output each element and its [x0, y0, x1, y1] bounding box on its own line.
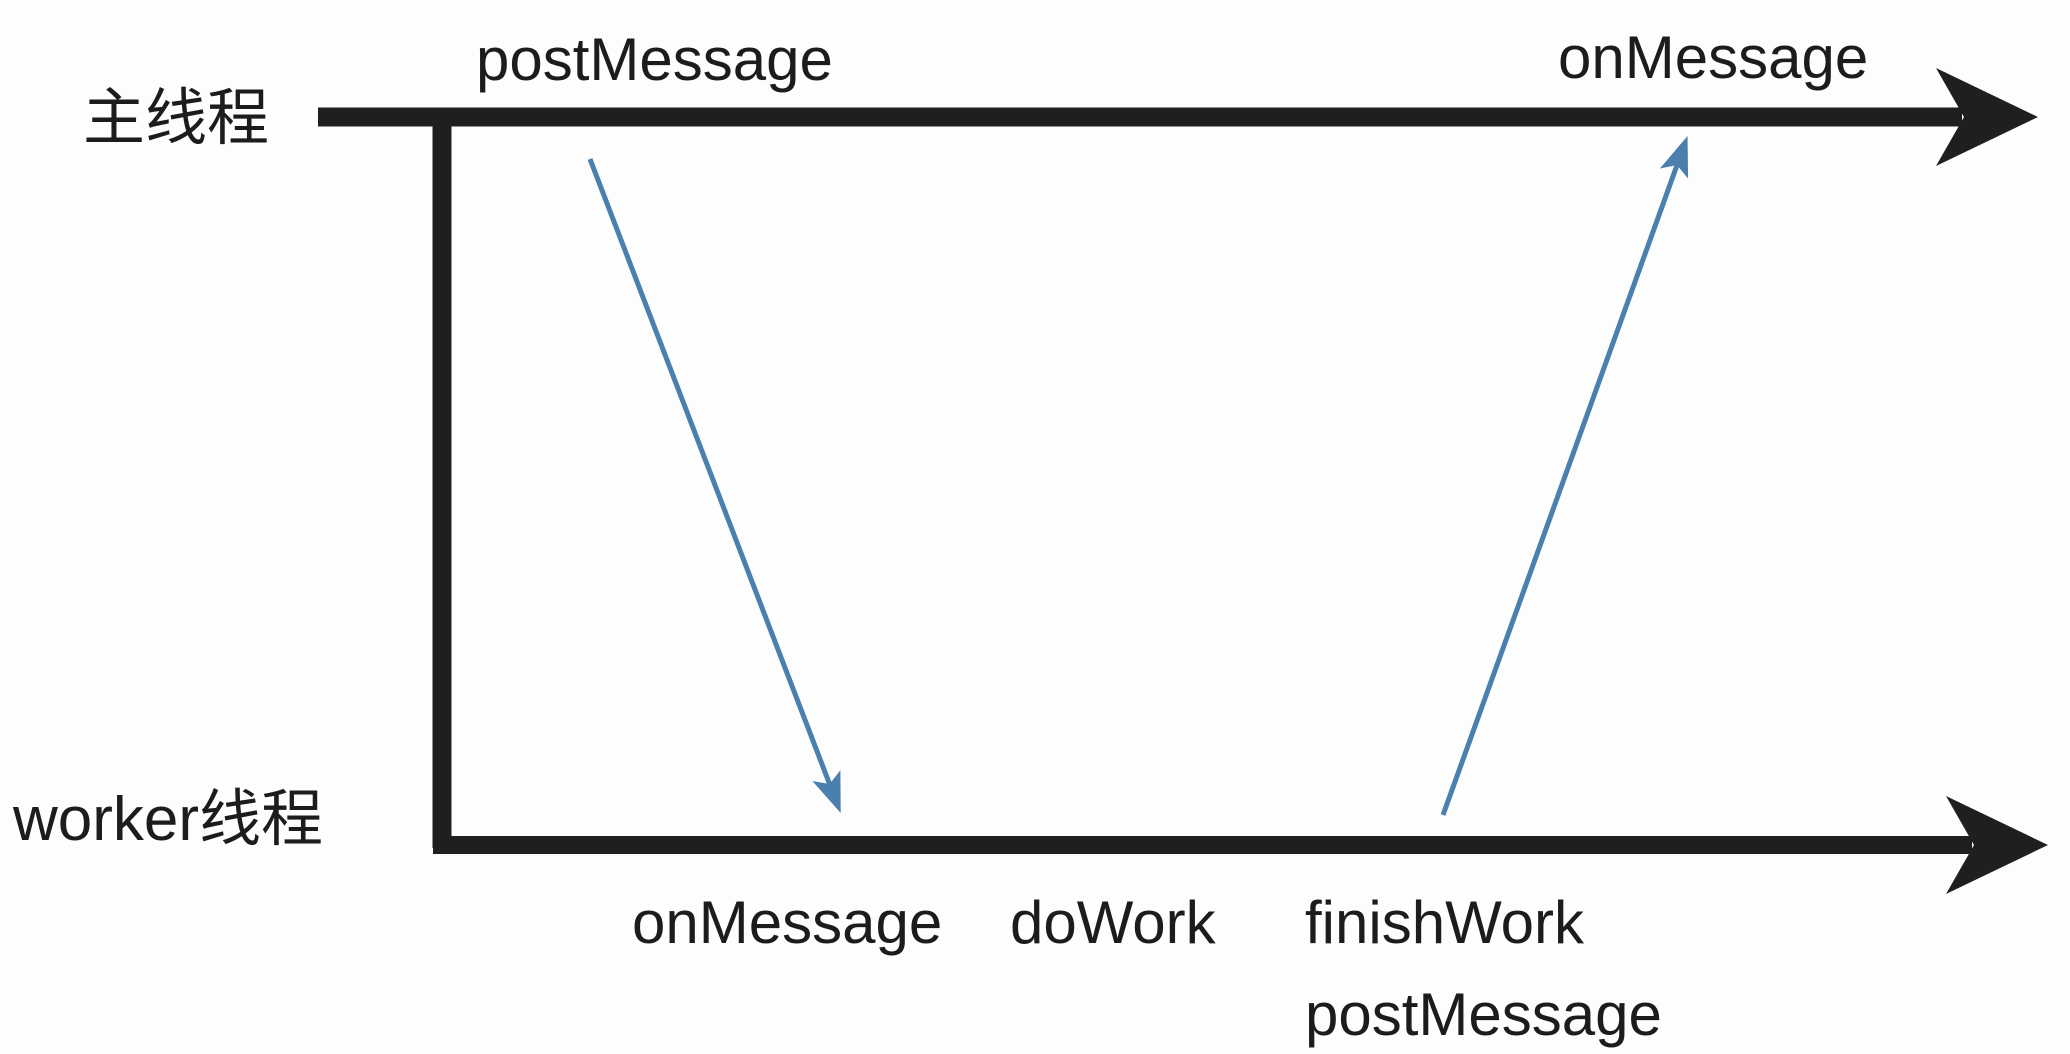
- main-post-message-label: postMessage: [476, 26, 833, 93]
- worker-post-message-label: postMessage: [1305, 981, 1662, 1048]
- main-thread-label: 主线程: [83, 84, 269, 153]
- worker-thread-arrowhead-icon: [1946, 796, 2048, 894]
- message-arrow-to-worker: [587, 158, 841, 814]
- worker-do-work-label: doWork: [1010, 889, 1217, 956]
- message-arrow-to-main: [1440, 135, 1689, 816]
- worker-on-message-label: onMessage: [632, 889, 942, 956]
- worker-thread-label: worker线程: [12, 785, 323, 854]
- worker-finish-work-label: finishWork: [1305, 889, 1585, 956]
- main-thread-arrowhead-icon: [1936, 68, 2038, 166]
- main-on-message-label: onMessage: [1558, 24, 1868, 91]
